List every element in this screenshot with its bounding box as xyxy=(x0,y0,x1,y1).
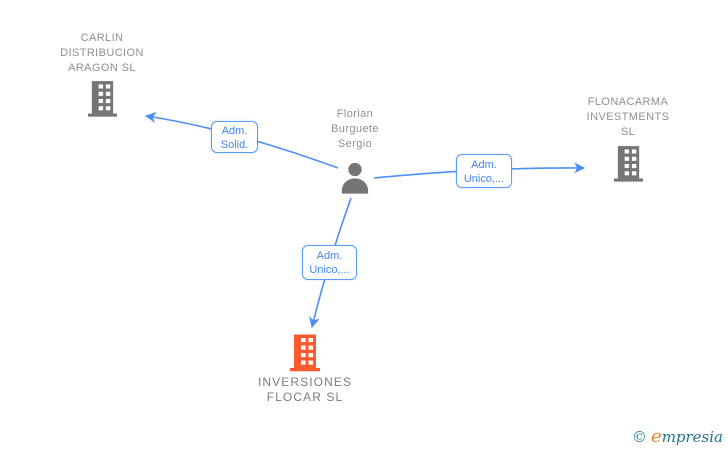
node-inversiones-flocar[interactable]: INVERSIONES FLOCAR SL xyxy=(249,334,361,405)
building-icon xyxy=(87,81,118,117)
node-carlin-distribucion-aragon[interactable]: CARLIN DISTRIBUCION ARAGON SL xyxy=(47,31,157,117)
company-name: INVERSIONES FLOCAR SL xyxy=(257,375,353,404)
edge-label-adm-unico-flonacarma[interactable]: Adm. Unico,... xyxy=(456,154,512,188)
copyright-symbol: © xyxy=(632,428,648,446)
building-icon xyxy=(289,334,321,372)
node-flonacarma-investments[interactable]: FLONACARMA INVESTMENTS SL xyxy=(580,95,676,182)
edge-label-adm-unico-inversiones[interactable]: Adm. Unico,... xyxy=(302,245,357,280)
person-name: Florian Burguete Sergio xyxy=(331,108,379,150)
company-name: CARLIN DISTRIBUCION ARAGON SL xyxy=(60,32,144,74)
company-name: FLONACARMA INVESTMENTS SL xyxy=(586,96,670,138)
brand-initial: e xyxy=(651,426,662,447)
node-florian-burguete-sergio[interactable]: Florian Burguete Sergio xyxy=(315,107,395,194)
building-icon xyxy=(613,146,644,182)
brand-name: mpresia xyxy=(661,428,723,446)
edge-label-adm-solid[interactable]: Adm. Solid. xyxy=(211,121,258,153)
person-icon xyxy=(338,162,372,194)
empresia-logo[interactable]: ©empresia xyxy=(632,426,723,447)
